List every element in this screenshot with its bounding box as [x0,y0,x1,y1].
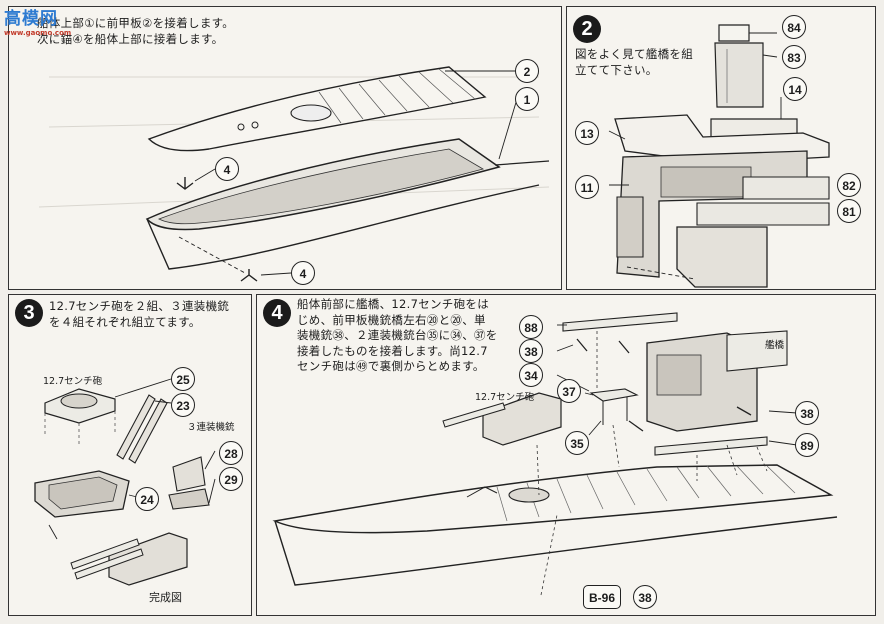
mg-label: ３連装機銃 [187,422,235,433]
step3-instructions: 12.7センチ砲を２組、３連装機銃 を４組それぞれ組立てます。 [49,299,230,329]
step4-panel: 4 船体前部に艦橋、12.7センチ砲をは じめ、前甲板機銃橋左右⑳と⑳、単 装機… [256,294,876,616]
part-callout: 14 [783,77,807,101]
part-callout: 13 [575,121,599,145]
part-callout: 84 [782,15,806,39]
step3-panel: 3 12.7センチ砲を２組、３連装機銃 を４組それぞれ組立てます。 12.7セン… [8,294,252,616]
part-callout: 1 [515,87,539,111]
step1-panel: 船体上部①に前甲板②を接着します。 次に錨④を船体上部に接着します。 2 1 4… [8,6,562,290]
part-callout: 11 [575,175,599,199]
site-logo: 高模网 www.gaomo.com [4,9,72,37]
step-number: 4 [263,299,291,327]
completed-label: 完成図 [149,591,182,604]
part-callout: 38 [633,585,657,609]
part-callout: 4 [215,157,239,181]
part-callout: 23 [171,393,195,417]
part-code-callout: B-96 [583,585,621,609]
gun-label: 12.7センチ砲 [43,376,103,387]
part-callout: 81 [837,199,861,223]
part-callout: 24 [135,487,159,511]
part-callout: 29 [219,467,243,491]
step4-assembly-illustration [272,312,838,596]
step-number: 2 [573,15,601,43]
step-number: 3 [15,299,43,327]
part-callout: 35 [565,431,589,455]
part-callout: 82 [837,173,861,197]
bridge-label: 艦橋 [765,340,785,351]
part-callout: 34 [519,363,543,387]
step4-instructions: 船体前部に艦橋、12.7センチ砲をは じめ、前甲板機銃橋左右⑳と⑳、単 装機銃㊳… [297,297,498,373]
part-callout: 2 [515,59,539,83]
part-callout: 88 [519,315,543,339]
step1-instructions: 船体上部①に前甲板②を接着します。 次に錨④を船体上部に接着します。 [37,16,235,46]
step2-panel: 2 図をよく見て艦橋を組 立てて下さい。 84 83 14 13 11 82 8… [566,6,876,290]
part-callout: 25 [171,367,195,391]
part-callout: 38 [519,339,543,363]
step2-bridge-illustration [608,24,830,288]
step1-hull-illustration [38,66,550,282]
gun-label: 12.7センチ砲 [475,392,535,403]
part-callout: 28 [219,441,243,465]
part-callout: 4 [291,261,315,285]
part-callout: 83 [782,45,806,69]
step2-instructions: 図をよく見て艦橋を組 立てて下さい。 [575,47,693,77]
part-callout: 38 [795,401,819,425]
part-callout: 89 [795,433,819,457]
part-callout: 37 [557,379,581,403]
step3-gun-illustration [34,378,216,586]
